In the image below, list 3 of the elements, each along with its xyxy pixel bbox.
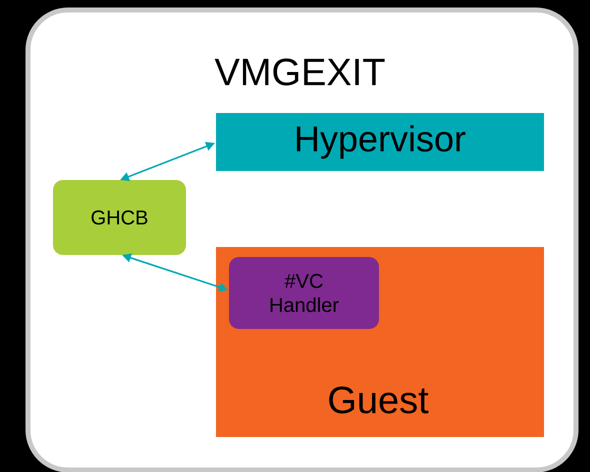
process-box: Hypervisor: [216, 113, 544, 171]
process-box: #VC Handler: [229, 257, 379, 329]
process-box: GHCB: [53, 180, 186, 255]
